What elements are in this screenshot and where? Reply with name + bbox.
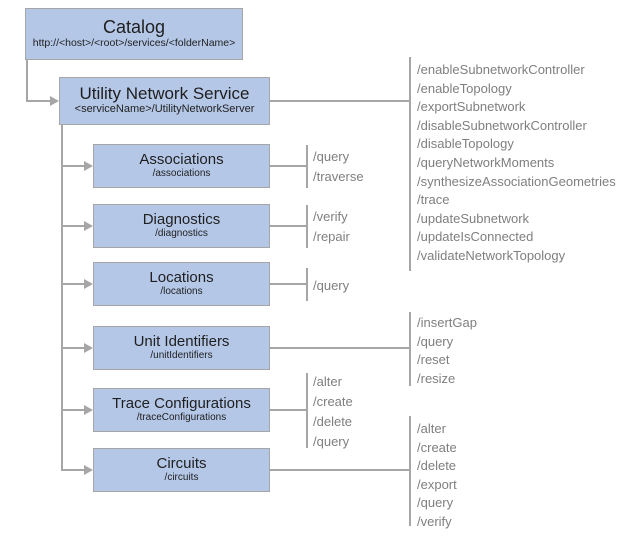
- locations-node: Locations /locations: [93, 262, 270, 306]
- operation-label: /delete: [313, 414, 353, 429]
- operation-label: /verify: [313, 209, 348, 224]
- locations-operations-list: /query: [313, 276, 349, 296]
- trace-configurations-operations-list: /alter /create /delete /query: [313, 372, 353, 452]
- connector-trunk-line: [61, 125, 63, 471]
- operation-label: /query: [417, 495, 454, 511]
- operation-label: /delete: [417, 458, 457, 474]
- connector-line: [270, 100, 409, 102]
- utility-network-service-node: Utility Network Service <serviceName>/Ut…: [59, 77, 270, 125]
- operation-label: /repair: [313, 229, 350, 244]
- arrowhead-icon: [84, 464, 93, 475]
- connector-line: [61, 469, 84, 471]
- operation-label: /queryNetworkMoments: [417, 154, 555, 170]
- resource-title: Trace Configurations: [112, 395, 251, 413]
- operation-label: /query: [313, 434, 350, 449]
- associations-node: Associations /associations: [93, 144, 270, 188]
- operation-label: /resize: [417, 370, 456, 386]
- connector-line: [270, 225, 306, 227]
- catalog-node: Catalog http://<host>/<root>/services/<f…: [25, 8, 243, 60]
- resource-title: Diagnostics: [142, 211, 221, 229]
- operations-tick-line: [306, 373, 308, 448]
- operation-label: /disableTopology: [417, 136, 514, 152]
- operation-label: /disableSubnetworkController: [417, 117, 587, 133]
- resource-title: Associations: [139, 151, 224, 169]
- connector-line: [270, 347, 409, 349]
- connector-line: [270, 409, 306, 411]
- arrowhead-icon: [84, 404, 93, 415]
- unit-identifiers-node: Unit Identifiers /unitIdentifiers: [93, 326, 270, 370]
- resource-path: /diagnostics: [155, 227, 208, 239]
- resource-path: /locations: [160, 285, 203, 297]
- service-title: Utility Network Service: [79, 84, 250, 104]
- operation-label: /alter: [313, 374, 342, 389]
- connector-line: [270, 283, 306, 285]
- circuits-operations-list: /alter /create /delete /export /query /v…: [417, 420, 457, 532]
- resource-path: /unitIdentifiers: [150, 349, 213, 361]
- circuits-node: Circuits /circuits: [93, 448, 270, 492]
- operation-label: /validateNetworkTopology: [417, 247, 566, 263]
- service-operations-list: /enableSubnetworkController /enableTopol…: [417, 61, 616, 266]
- connector-line: [26, 60, 28, 101]
- arrowhead-icon: [84, 278, 93, 289]
- resource-path: /circuits: [164, 471, 199, 483]
- resource-title: Locations: [149, 269, 214, 287]
- operation-label: /export: [417, 476, 457, 492]
- operation-label: /insertGap: [417, 315, 477, 330]
- operation-label: /query: [417, 333, 454, 349]
- operation-label: /enableTopology: [417, 80, 512, 96]
- resource-title: Unit Identifiers: [133, 333, 230, 351]
- operations-tick-line: [409, 57, 411, 271]
- arrowhead-icon: [50, 95, 59, 106]
- catalog-title: Catalog: [102, 17, 166, 38]
- diagnostics-operations-list: /verify /repair: [313, 207, 350, 247]
- connector-line: [270, 469, 409, 471]
- operation-label: /updateSubnetwork: [417, 210, 530, 226]
- resource-path: /traceConfigurations: [136, 411, 227, 423]
- operation-label: /alter: [417, 421, 446, 436]
- operation-label: /verify: [417, 513, 452, 529]
- trace-configurations-node: Trace Configurations /traceConfiguration…: [93, 388, 270, 432]
- unit-identifiers-operations-list: /insertGap /query /reset /resize: [417, 314, 477, 388]
- diagnostics-node: Diagnostics /diagnostics: [93, 204, 270, 248]
- operation-label: /synthesizeAssociationGeometries: [417, 173, 616, 189]
- operation-label: /create: [313, 394, 353, 409]
- operation-label: /create: [417, 439, 457, 455]
- connector-line: [26, 100, 51, 102]
- operation-label: /exportSubnetwork: [417, 99, 526, 115]
- connector-line: [61, 165, 84, 167]
- connector-line: [61, 347, 84, 349]
- operations-tick-line: [306, 268, 308, 301]
- connector-line: [61, 409, 84, 411]
- operation-label: /query: [313, 149, 350, 164]
- resource-title: Circuits: [156, 455, 207, 473]
- operation-label: /updateIsConnected: [417, 229, 534, 245]
- operations-tick-line: [409, 416, 411, 526]
- operation-label: /traverse: [313, 169, 364, 184]
- service-path: <serviceName>/UtilityNetworkServer: [74, 103, 255, 116]
- operations-tick-line: [306, 205, 308, 248]
- operation-label: /query: [313, 278, 350, 293]
- associations-operations-list: /query /traverse: [313, 147, 364, 187]
- connector-line: [270, 165, 306, 167]
- operation-label: /trace: [417, 192, 450, 208]
- operations-tick-line: [306, 145, 308, 188]
- resource-path: /associations: [152, 167, 211, 179]
- catalog-url: http://<host>/<root>/services/<folderNam…: [32, 37, 236, 50]
- operation-label: /reset: [417, 352, 450, 368]
- arrowhead-icon: [84, 342, 93, 353]
- operation-label: /enableSubnetworkController: [417, 62, 585, 77]
- arrowhead-icon: [84, 220, 93, 231]
- arrowhead-icon: [84, 160, 93, 171]
- connector-line: [61, 225, 84, 227]
- connector-line: [61, 283, 84, 285]
- operations-tick-line: [409, 312, 411, 386]
